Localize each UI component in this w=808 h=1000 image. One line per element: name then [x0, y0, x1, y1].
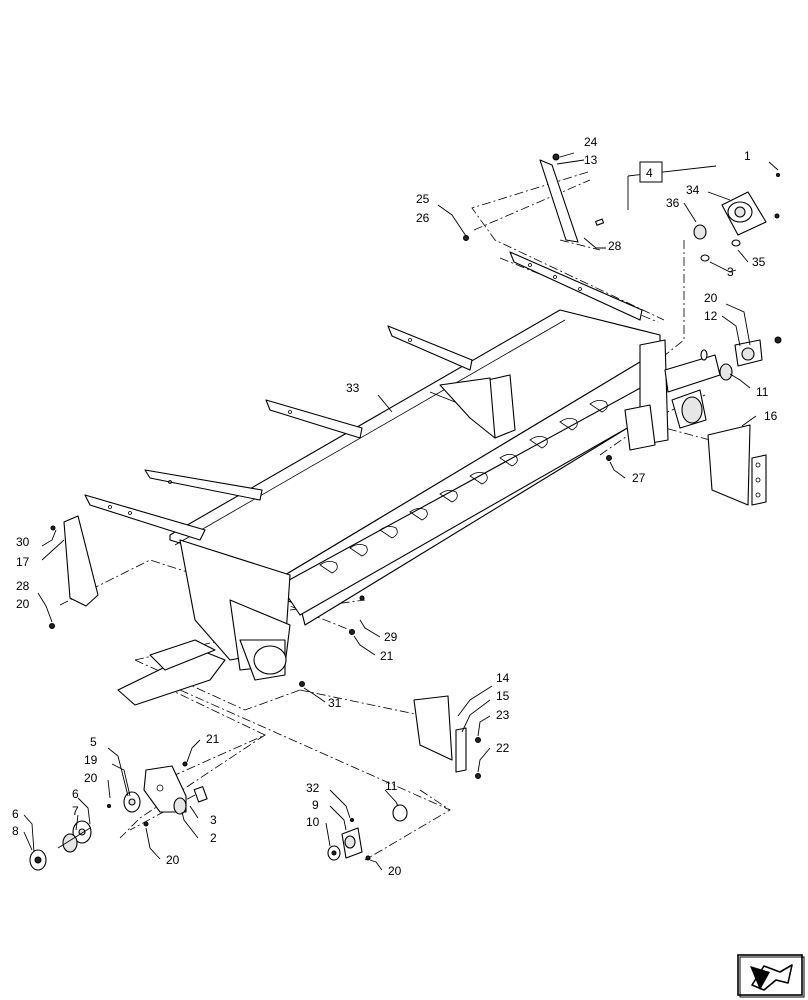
callout-28-left: 28 — [16, 579, 30, 593]
bracket-14 — [539, 153, 605, 243]
bracket-18 — [49, 515, 99, 629]
callout-28-top: 28 — [608, 239, 622, 253]
callout-8: 8 — [12, 824, 19, 838]
callout-21-low: 21 — [206, 732, 220, 746]
callout-15: 14 — [496, 671, 510, 685]
shaft-assembly-right — [671, 336, 782, 506]
callout-16: 15 — [496, 689, 510, 703]
callout-3-top: 3 — [727, 265, 734, 279]
main-frame — [84, 251, 721, 706]
callout-18: 17 — [16, 555, 30, 569]
callout-20-low: 20 — [84, 771, 98, 785]
callout-20-right: 20 — [704, 291, 718, 305]
callout-6: 6 — [72, 787, 79, 801]
callout-27: 27 — [632, 471, 646, 485]
bolt-31 — [299, 681, 305, 687]
callout-20-left: 20 — [16, 597, 30, 611]
callouts: 1 24 13 4 34 36 25 26 28 3 35 20 12 11 1… — [12, 135, 778, 878]
callout-34: 34 — [686, 183, 700, 197]
callout-4-box — [639, 161, 663, 183]
callout-12: 12 — [704, 309, 718, 323]
forward-arrow-icon[interactable] — [737, 954, 805, 998]
callout-1: 1 — [744, 149, 751, 163]
callout-29: 29 — [384, 630, 398, 644]
callout-17: 16 — [764, 409, 778, 423]
callout-30: 30 — [16, 535, 30, 549]
bolts-29-21 — [349, 595, 365, 635]
bolt-25-26 — [463, 235, 469, 241]
callout-20-bottom: 20 — [166, 853, 180, 867]
hub-assembly-middle — [327, 804, 408, 861]
callout-2: 2 — [210, 831, 217, 845]
callout-7: 7 — [72, 804, 79, 818]
callout-20-mid-bottom: 20 — [388, 864, 402, 878]
callout-19: 19 — [84, 753, 98, 767]
hub-assembly-left — [29, 761, 208, 871]
leader-lines — [23, 152, 779, 871]
callout-36: 36 — [666, 196, 680, 210]
callout-11: 11 — [385, 779, 398, 793]
bearing-assembly-top — [693, 173, 780, 262]
callout-35: 35 — [752, 255, 766, 269]
callout-31: 31 — [328, 696, 342, 710]
callout-32: 32 — [306, 781, 320, 795]
bolt-27 — [606, 455, 612, 461]
callout-21-mid: 21 — [380, 649, 394, 663]
callout-22: 22 — [496, 741, 510, 755]
callout-25: 25 — [416, 192, 430, 206]
callout-4: 4 — [646, 166, 653, 180]
callout-9: 9 — [312, 798, 319, 812]
callout-3-low: 3 — [210, 813, 217, 827]
callout-24: 24 — [584, 135, 598, 149]
callout-13: 11 — [756, 385, 769, 399]
frame-arms — [84, 251, 643, 541]
callout-10: 10 — [306, 815, 320, 829]
callout-14: 13 — [584, 153, 598, 167]
callout-23: 23 — [496, 708, 510, 722]
arm-holes — [108, 263, 582, 515]
callout-33: 33 — [346, 381, 360, 395]
callout-26: 26 — [416, 211, 430, 225]
slots — [319, 400, 608, 574]
shield-15 — [413, 695, 481, 779]
callout-5: 5 — [90, 735, 97, 749]
callout-6-far: 6 — [12, 807, 19, 821]
